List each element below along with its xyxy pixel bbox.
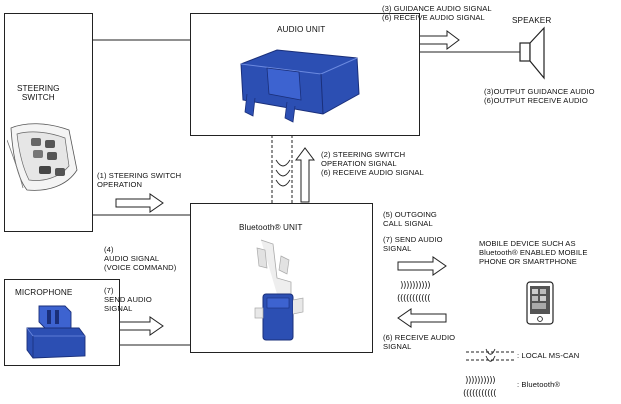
bluetooth-unit-text: Bluetooth® UNIT [239, 223, 303, 233]
steering-to-bluetooth-line [92, 214, 197, 226]
speaker-label: SPEAKER [512, 16, 552, 25]
arrow-steering-to-bluetooth [115, 193, 164, 213]
mobile-device-text: MOBILE DEVICE SUCH AS Bluetooth® ENABLED… [479, 239, 588, 267]
ms-can-bus [271, 135, 293, 203]
legend-ms-can-text: : LOCAL MS-CAN [517, 351, 580, 360]
ms-can-twist [275, 159, 291, 187]
speaker-icon [519, 26, 545, 80]
steering-switch-box: STEERING SWITCH [4, 13, 93, 232]
arrow-mobile-to-bluetooth [397, 308, 447, 328]
steering-switch-label: STEERING SWITCH [17, 84, 60, 103]
receive-audio-signal-text: (6) RECEIVE AUDIO SIGNAL [383, 333, 456, 352]
audio-unit-illustration [240, 49, 360, 123]
audio-unit-box: AUDIO UNIT [190, 13, 420, 136]
legend-ms-can-sample [466, 348, 514, 362]
bluetooth-to-audio-signal-text: (2) STEERING SWITCH OPERATION SIGNAL (6)… [321, 150, 424, 178]
microphone-illustration [26, 305, 86, 359]
audio-unit-label: AUDIO UNIT [277, 25, 326, 34]
microphone-label: MICROPHONE [15, 288, 73, 297]
send-audio-signal-text-bt: (7) SEND AUDIO SIGNAL [383, 235, 443, 254]
bluetooth-unit-illustration [254, 239, 304, 341]
smartphone-icon [526, 281, 554, 325]
legend-bluetooth-text: : Bluetooth® [517, 380, 561, 389]
speaker-output-text: (3)OUTPUT GUIDANCE AUDIO (6)OUTPUT RECEI… [484, 87, 595, 106]
audio-to-speaker-signal: (3) GUIDANCE AUDIO SIGNAL (6) RECEIVE AU… [382, 4, 492, 23]
arrow-microphone-to-bluetooth [117, 316, 164, 336]
arrow-bluetooth-to-audio [295, 147, 315, 203]
bluetooth-unit-label: Bluetooth® UNIT [239, 214, 303, 232]
microphone-box: MICROPHONE [4, 279, 120, 366]
legend-bluetooth-wave-out: )))))))))) [465, 376, 496, 386]
outgoing-call-signal-text: (5) OUTGOING CALL SIGNAL [383, 210, 437, 229]
steering-switch-operation-text: (1) STEERING SWITCH OPERATION [97, 171, 182, 190]
arrow-bluetooth-to-mobile [397, 256, 447, 276]
bluetooth-wave-in: ((((((((((( [397, 294, 431, 304]
bluetooth-unit-box: Bluetooth® UNIT [190, 203, 373, 353]
bluetooth-wave-out: )))))))))) [400, 281, 431, 291]
legend-bluetooth-wave-in: ((((((((((( [463, 389, 497, 399]
steering-switch-illustration [7, 123, 78, 191]
voice-command-signal-text: (4) AUDIO SIGNAL (VOICE COMMAND) [104, 245, 177, 273]
send-audio-signal-text-mic: (7) SEND AUDIO SIGNAL [104, 286, 152, 314]
